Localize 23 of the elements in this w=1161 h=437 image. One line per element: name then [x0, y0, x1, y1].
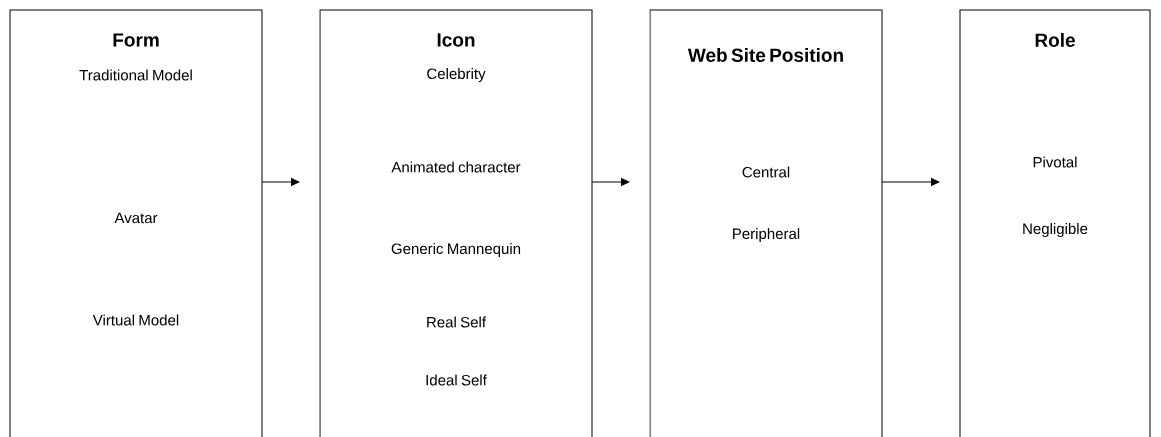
arrow	[881, 178, 940, 186]
item-text: Avatar	[114, 212, 158, 224]
item-text: Celebrity	[427, 68, 486, 82]
item-text: Traditional Model	[79, 69, 192, 81]
item-text: Generic Mannequin	[391, 243, 521, 257]
column-box	[959, 9, 1151, 437]
item-text: Pivotal	[1033, 156, 1077, 168]
item-text: Ideal Self	[426, 374, 487, 386]
column-heading: Icon	[437, 33, 475, 47]
item-text: Negligible	[1023, 223, 1088, 237]
item-text: Peripheral	[733, 228, 800, 242]
arrow	[261, 178, 300, 186]
item-text: Central	[742, 166, 790, 178]
column-heading: Role	[1035, 33, 1075, 47]
column-box	[319, 9, 593, 437]
item-text: Animated character	[391, 161, 521, 173]
column-box	[649, 9, 883, 437]
column-heading: Web Site Position	[687, 48, 843, 62]
column-heading: Form	[113, 33, 159, 47]
arrow	[591, 178, 630, 186]
item-text: Virtual Model	[92, 314, 179, 326]
item-text: Real Self	[427, 316, 486, 328]
column-box	[9, 9, 263, 437]
